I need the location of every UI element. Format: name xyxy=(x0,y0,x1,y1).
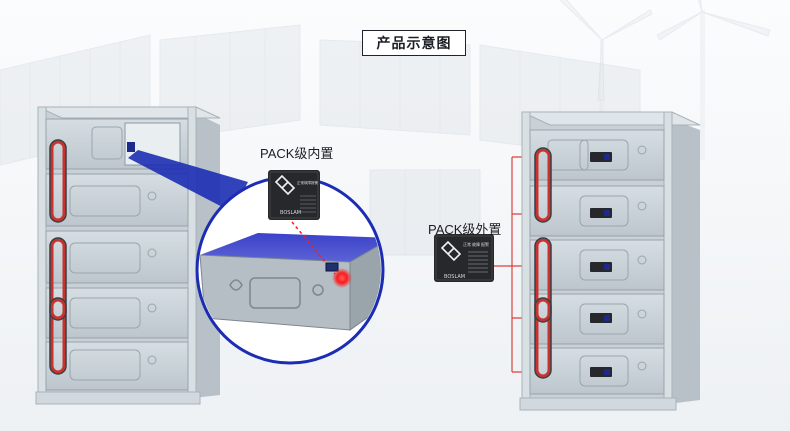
external-device: 正常 故障 报警 BOSLAM xyxy=(434,234,494,282)
left-module-2 xyxy=(45,173,189,227)
internal-device-slot xyxy=(127,142,135,152)
alarm-led xyxy=(332,268,352,288)
zoom-circle: 正常 故障 报警 BOSLAM xyxy=(195,170,385,365)
left-battery-rack xyxy=(35,106,221,405)
pack-internal-label: PACK级内置 xyxy=(260,146,334,161)
pack-external-label: PACK级外置 xyxy=(428,222,502,237)
wind-turbines-background xyxy=(559,0,771,160)
internal-device-alarm-text: 报警 xyxy=(311,180,319,185)
diagram-title: 产品示意图 xyxy=(362,30,466,56)
external-device-alarm-text: 报警 xyxy=(481,241,489,247)
right-module-2 xyxy=(529,185,665,237)
left-red-cables xyxy=(50,140,66,374)
right-module-4 xyxy=(529,293,665,345)
left-module-4 xyxy=(45,287,189,339)
external-device-brand: BOSLAM xyxy=(444,274,465,280)
zoom-beam xyxy=(128,150,248,212)
right-module-5 xyxy=(529,347,665,395)
left-module-3 xyxy=(45,230,189,284)
right-module-1 xyxy=(529,129,665,181)
external-device-fault-text: 故障 xyxy=(472,241,480,247)
internal-device-brand: BOSLAM xyxy=(280,210,301,216)
internal-device: 正常 故障 报警 BOSLAM xyxy=(268,170,320,220)
external-device-status-text: 正常 xyxy=(463,241,471,247)
internal-device-fault-text: 故障 xyxy=(304,180,312,185)
left-module-5 xyxy=(45,341,189,391)
right-red-cables xyxy=(535,148,551,378)
right-battery-rack xyxy=(519,111,701,411)
right-module-3 xyxy=(529,239,665,291)
internal-device-status-text: 正常 xyxy=(297,180,305,185)
